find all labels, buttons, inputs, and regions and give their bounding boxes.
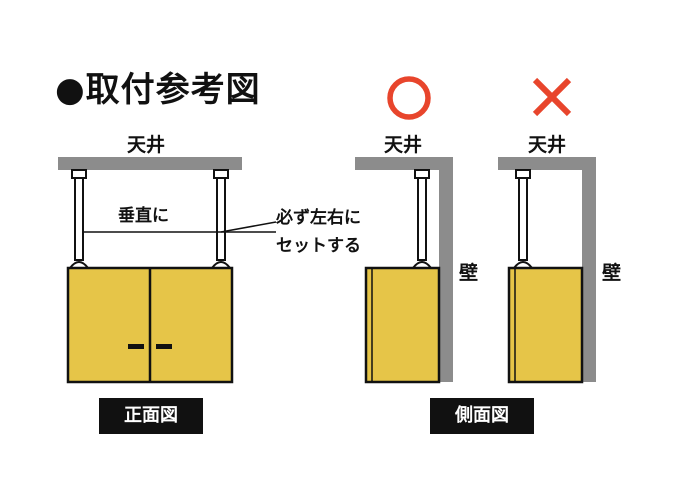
good-ceiling-label: 天井 — [384, 134, 423, 156]
side-view-caption: 側面図 — [430, 398, 534, 434]
good-cabinet — [364, 266, 441, 384]
bad-mark-cross — [532, 77, 572, 117]
annotation-line1: 必ず左右に — [276, 208, 361, 228]
good-mark-circle — [387, 76, 431, 120]
front-view — [58, 157, 277, 384]
annotation-line2: セットする — [276, 236, 361, 256]
good-wall-label: 壁 — [459, 262, 479, 284]
front-pole-right — [209, 169, 233, 269]
side-view-good — [355, 76, 453, 384]
front-ceiling-label: 天井 — [127, 134, 166, 156]
good-ceiling — [355, 157, 453, 170]
front-ceiling — [58, 157, 242, 170]
bad-ceiling-label: 天井 — [528, 134, 567, 156]
door-handle-right — [156, 344, 172, 349]
good-pole — [410, 169, 434, 269]
front-cabinet — [66, 266, 234, 384]
front-view-caption: 正面図 — [99, 398, 203, 434]
vertical-label: 垂直に — [118, 206, 169, 226]
bad-cabinet — [507, 266, 584, 384]
bad-wall-label: 壁 — [602, 262, 622, 284]
bad-ceiling — [498, 157, 596, 170]
diagram-title: ●取付参考図 — [55, 70, 261, 110]
side-view-bad — [498, 77, 596, 384]
bad-wall — [582, 170, 596, 382]
bad-pole — [511, 169, 535, 269]
good-wall — [439, 170, 453, 382]
door-handle-left — [128, 344, 144, 349]
front-pole-left — [67, 169, 91, 269]
